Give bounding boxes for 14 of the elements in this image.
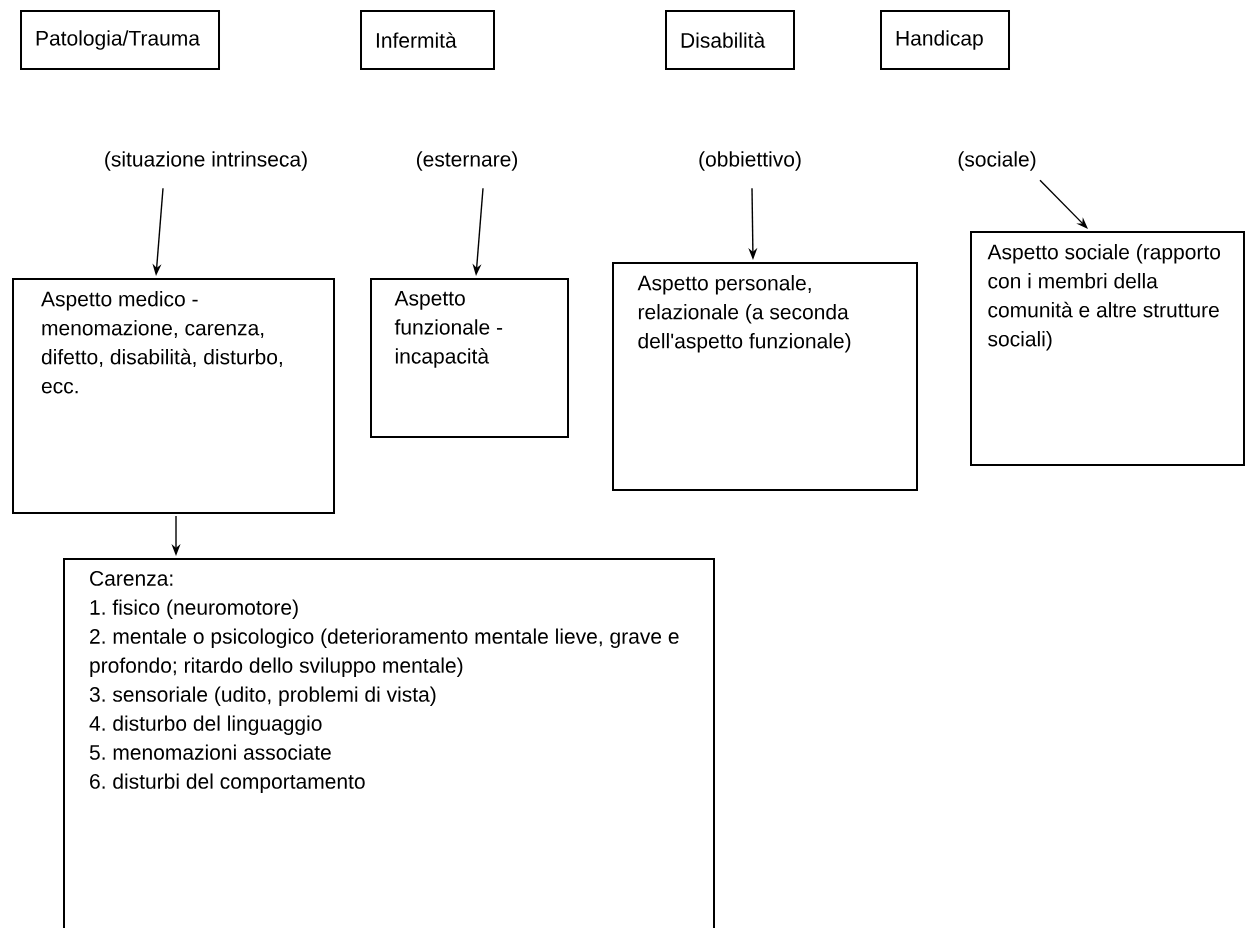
text-box: Infermità — [360, 10, 495, 70]
label-text: (situazione intrinseca) — [105, 151, 307, 171]
text-box: Disabilità — [665, 10, 795, 70]
label-text: (obbiettivo) — [699, 151, 801, 171]
text-box: Aspetto medico - menomazione, carenza, difetto, disabilità, disturbo, ecc. — [12, 278, 335, 514]
label-text: (esternare) — [416, 151, 518, 171]
text-box: Carenza: 1. fisico (neuromotore) 2. mentale o psicologico (deterioramento mentale lieve, grave e profondo; ritardo dello sviluppo mentale) 3. sensoriale (udito, problemi di vista) 4. disturbo del linguaggio 5. menomazioni associate 6. disturbi del comportamento — [63, 558, 715, 928]
text-box: Aspetto funzionale - incapacità — [370, 278, 569, 438]
label-text: (sociale) — [958, 151, 1036, 171]
text-box: Aspetto personale, relazionale (a seconda dell'aspetto funzionale) — [612, 262, 918, 491]
text-box: Aspetto sociale (rapporto con i membri della comunità e altre strutture sociali) — [970, 231, 1245, 466]
text-box: Handicap — [880, 10, 1010, 70]
text-box: Patologia/Trauma — [20, 10, 220, 70]
arrow — [1039, 179, 1088, 229]
